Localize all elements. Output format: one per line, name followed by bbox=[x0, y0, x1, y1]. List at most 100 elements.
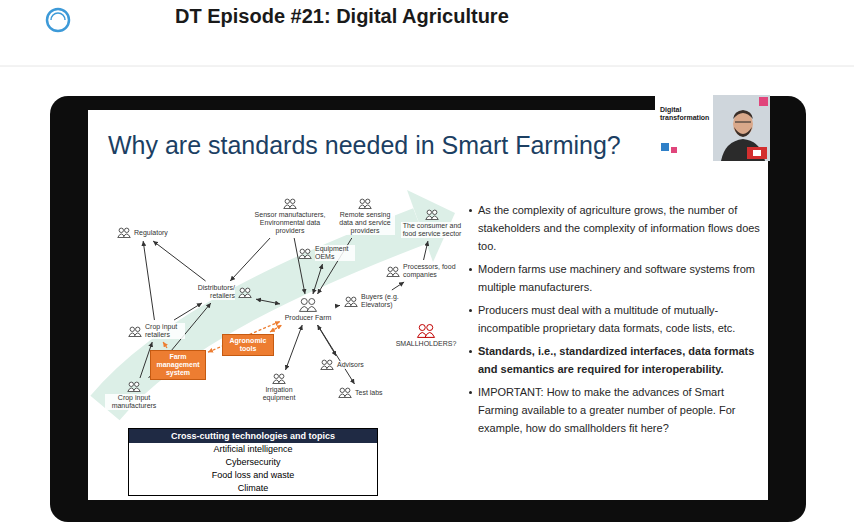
flow-arrow bbox=[318, 325, 355, 384]
table-cell: Food loss and waste bbox=[129, 469, 377, 482]
person-head bbox=[309, 299, 315, 305]
webcam-caption: Digital transformation bbox=[660, 106, 710, 122]
bullet-text: Producers must deal with a multitude of … bbox=[478, 304, 735, 334]
person-head bbox=[346, 388, 350, 392]
webcam-panel bbox=[655, 95, 770, 161]
flow-arrow bbox=[230, 238, 270, 281]
person-head bbox=[240, 288, 244, 292]
person-head bbox=[328, 360, 332, 364]
person-head bbox=[352, 297, 356, 301]
person-body bbox=[392, 272, 399, 276]
bullet-text: IMPORTANT: How to make the advances of S… bbox=[478, 386, 735, 434]
node-label: Equipment OEMs bbox=[315, 245, 355, 261]
people-icon bbox=[237, 287, 253, 298]
webcam-person-beard bbox=[734, 127, 752, 137]
bullet-list: As the complexity of agriculture grows, … bbox=[468, 201, 760, 442]
bullet-dot bbox=[469, 391, 472, 394]
flow-arrow bbox=[174, 303, 202, 320]
people-icon bbox=[319, 359, 335, 370]
stakeholder-node: Distributors/ retailers bbox=[186, 283, 254, 301]
bullet-item: Producers must deal with a multitude of … bbox=[468, 301, 760, 337]
people-icon bbox=[357, 198, 373, 209]
webcam-person-glasses bbox=[735, 122, 751, 123]
node-label: Sensor manufacturers, Environmental data… bbox=[251, 211, 329, 235]
itu-logo-arc bbox=[51, 13, 65, 20]
people-icon bbox=[271, 373, 287, 384]
person-head bbox=[285, 199, 289, 203]
person-head bbox=[394, 267, 398, 271]
webcam-overlay bbox=[655, 95, 770, 161]
person-head bbox=[340, 388, 344, 392]
webcam-badge bbox=[747, 147, 767, 159]
stakeholder-node: Buyers (e.g. Elevators) bbox=[342, 292, 408, 310]
node-label: Remote sensing data and service provider… bbox=[335, 211, 395, 235]
flow-arrow bbox=[143, 241, 154, 320]
webcam-accent bbox=[661, 143, 669, 151]
data-flow-dashed bbox=[270, 325, 282, 332]
person-head bbox=[280, 374, 284, 378]
bullet-item: As the complexity of agriculture grows, … bbox=[468, 201, 760, 255]
bullet-item: Standards, i.e., standardized interfaces… bbox=[468, 342, 760, 378]
people-icon bbox=[337, 387, 353, 398]
person-head bbox=[419, 325, 425, 331]
stakeholder-node: Processors, food companies bbox=[384, 262, 458, 280]
people-icon bbox=[385, 266, 401, 277]
node-label: Processors, food companies bbox=[403, 263, 457, 279]
stakeholder-node: SMALLHOLDERS? bbox=[392, 322, 460, 349]
person-head bbox=[274, 374, 278, 378]
node-label: SMALLHOLDERS? bbox=[396, 340, 457, 348]
node-label: Crop input manufacturers bbox=[105, 394, 163, 410]
node-label: Distributors/ retailers bbox=[187, 284, 235, 300]
node-label: Producer Farm bbox=[285, 314, 332, 322]
flow-arrow bbox=[336, 305, 340, 307]
person-body bbox=[134, 332, 141, 336]
node-label: Agronomic tools bbox=[225, 337, 271, 353]
people-icon bbox=[343, 296, 359, 307]
person-head bbox=[366, 199, 370, 203]
stakeholder-node: Regulatory bbox=[115, 226, 169, 239]
person-body bbox=[326, 366, 333, 370]
webcam-badge-mark bbox=[753, 150, 761, 156]
stakeholder-node: Producer Farm bbox=[282, 296, 334, 323]
node-label: Regulatory bbox=[134, 229, 168, 237]
person-body bbox=[344, 394, 351, 398]
flow-arrow bbox=[424, 241, 428, 260]
people-icon bbox=[424, 209, 440, 220]
bullet-dot bbox=[469, 350, 472, 353]
person-head bbox=[427, 325, 433, 331]
flow-arrow bbox=[294, 238, 305, 294]
table-cell: Climate bbox=[129, 482, 377, 495]
person-body bbox=[278, 380, 285, 384]
people-icon bbox=[297, 297, 319, 312]
flow-arrow bbox=[313, 264, 323, 294]
person-head bbox=[119, 228, 123, 232]
flow-arrow bbox=[256, 299, 280, 304]
person-body bbox=[289, 205, 296, 209]
person-body bbox=[123, 234, 130, 238]
table-cell: Artificial intelligence bbox=[129, 443, 377, 456]
person-head bbox=[135, 382, 139, 386]
person-head bbox=[346, 297, 350, 301]
person-body bbox=[350, 302, 357, 306]
bullet-text: Modern farms use machinery and software … bbox=[478, 263, 755, 293]
person-head bbox=[388, 267, 392, 271]
bullet-dot bbox=[469, 209, 472, 212]
stakeholder-node: Equipment OEMs bbox=[296, 244, 356, 262]
person-body bbox=[304, 254, 311, 258]
stakeholder-node: The consumer and food service sector bbox=[400, 208, 464, 239]
person-head bbox=[433, 210, 437, 214]
person-body bbox=[425, 332, 435, 337]
node-label: Test labs bbox=[355, 389, 383, 397]
stakeholder-node: Sensor manufacturers, Environmental data… bbox=[250, 197, 330, 236]
node-label: Crop input retailers bbox=[145, 323, 185, 339]
tool-box: Agronomic tools bbox=[222, 334, 274, 356]
stakeholder-node: Test labs bbox=[336, 386, 384, 399]
flow-arrow bbox=[153, 241, 205, 281]
people-icon bbox=[282, 198, 298, 209]
node-label: Irrigation equipment bbox=[253, 386, 305, 402]
bullet-dot bbox=[469, 268, 472, 271]
flow-band bbox=[105, 226, 420, 408]
node-label: Farm management system bbox=[153, 353, 203, 377]
person-head bbox=[129, 382, 133, 386]
